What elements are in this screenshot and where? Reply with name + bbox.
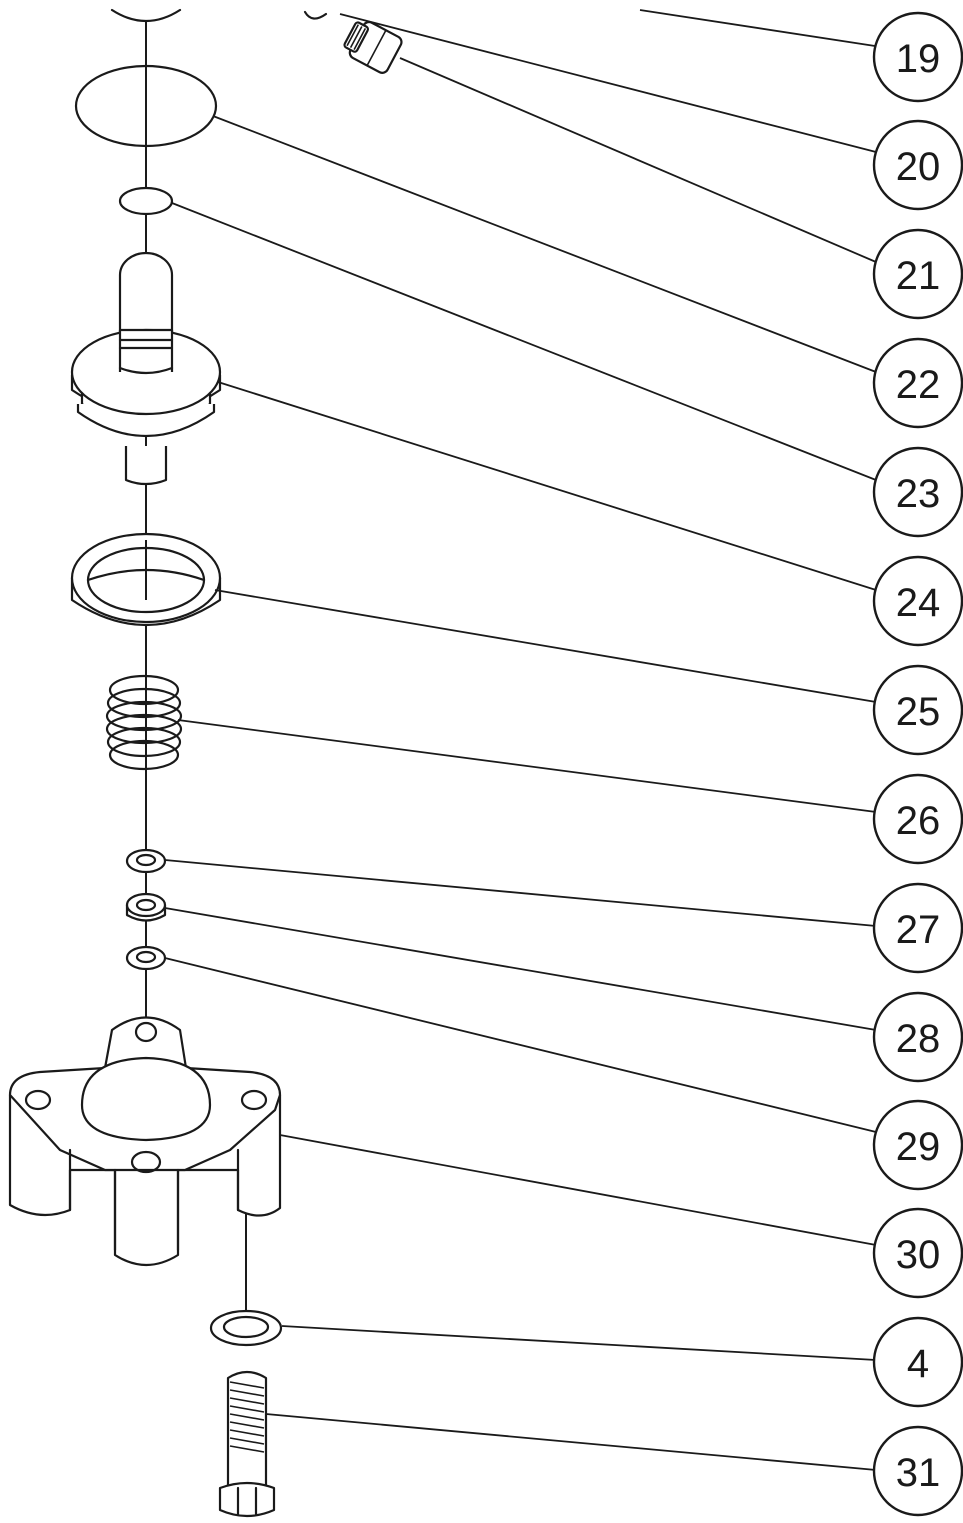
leader-24 (217, 381, 877, 591)
leader-lines (164, 9, 877, 1471)
part-21-plug (343, 20, 403, 74)
callout-22-label: 22 (896, 363, 941, 407)
callout-31-label: 31 (896, 1451, 941, 1495)
callout-25: 25 (872, 664, 963, 756)
callout-26-label: 26 (896, 799, 941, 843)
callout-24-label: 24 (896, 581, 941, 625)
part-29-washer (125, 945, 167, 971)
part-26-spring (105, 674, 183, 771)
callout-30-label: 30 (896, 1233, 941, 1277)
callout-29: 29 (872, 1099, 963, 1191)
callout-31: 31 (872, 1425, 963, 1517)
callout-22: 22 (872, 337, 963, 429)
callout-25-label: 25 (896, 690, 941, 734)
callout-20-label: 20 (896, 145, 941, 189)
callout-19: 19 (872, 11, 963, 103)
callout-19-label: 19 (896, 37, 941, 81)
leader-31 (265, 1413, 877, 1471)
callout-27-label: 27 (896, 908, 941, 952)
leader-25 (214, 589, 877, 703)
callout-23: 23 (872, 446, 963, 538)
callout-28: 28 (872, 991, 963, 1083)
callout-21: 21 (872, 228, 963, 320)
part-23-small-oring (118, 186, 174, 216)
part-30-housing (8, 1016, 282, 1266)
leader-28 (164, 907, 877, 1031)
part-28-nut (125, 892, 167, 922)
callout-28-label: 28 (896, 1017, 941, 1061)
part-top-ring (110, 8, 182, 22)
callout-20: 20 (872, 119, 963, 211)
part-31-bolt (218, 1370, 276, 1518)
leader-29 (164, 957, 877, 1133)
leader-21 (399, 57, 877, 263)
part-27-washer (125, 848, 167, 874)
leader-27 (164, 859, 877, 927)
callout-29-label: 29 (896, 1125, 941, 1169)
leader-4 (281, 1325, 877, 1361)
part-4-flat-washer (209, 1309, 283, 1347)
leader-20 (339, 13, 877, 153)
callout-30: 30 (872, 1207, 963, 1299)
part-20-pin (303, 10, 328, 20)
callout-24: 24 (872, 555, 963, 647)
leader-23 (171, 202, 877, 481)
callout-23-label: 23 (896, 472, 941, 516)
callout-27: 27 (872, 882, 963, 974)
callout-21-label: 21 (896, 254, 941, 298)
leader-26 (177, 719, 877, 813)
callout-4-label: 4 (907, 1342, 929, 1386)
callout-26: 26 (872, 773, 963, 865)
leader-19 (639, 9, 876, 47)
part-24-valve-piston (70, 251, 222, 486)
callout-4: 4 (872, 1316, 963, 1408)
leader-30 (279, 1134, 877, 1246)
leader-22 (212, 115, 877, 373)
